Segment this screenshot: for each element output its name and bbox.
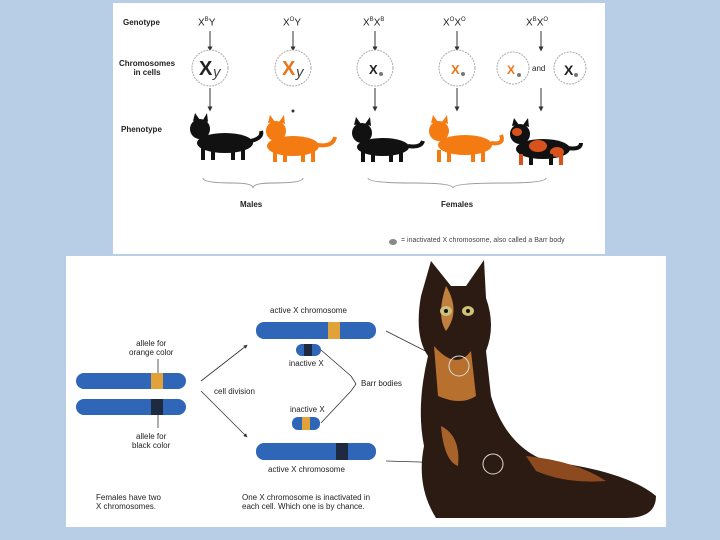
genotype-3: XBXB bbox=[363, 17, 385, 29]
orange-patch-circle bbox=[448, 355, 470, 377]
chrom-x-black-5: X bbox=[564, 62, 574, 78]
inactive-x-top-label: inactive X bbox=[289, 359, 324, 368]
chrom-y-2: y bbox=[295, 64, 305, 81]
allele-black-label: allele for black color bbox=[132, 432, 171, 450]
band-black-left bbox=[151, 399, 163, 415]
tortoiseshell-cat-photo bbox=[418, 260, 656, 518]
brace-females bbox=[367, 177, 547, 189]
dot-marker bbox=[291, 109, 295, 113]
band-orange-inactive bbox=[302, 417, 310, 430]
barr-body-3 bbox=[379, 72, 383, 76]
chromosome-active-bottom bbox=[256, 443, 376, 460]
chrom-y-1: y bbox=[212, 64, 222, 81]
band-orange-left bbox=[151, 373, 163, 389]
females-two-label: Females have two X chromosomes. bbox=[96, 493, 161, 511]
barr-body-5b bbox=[574, 73, 578, 77]
cell-circle-3 bbox=[356, 49, 394, 87]
genotype-row-label: Genotype bbox=[123, 18, 160, 27]
band-black-active bbox=[336, 443, 348, 460]
barr-body-5a bbox=[517, 73, 521, 77]
chrom-x-black-1: X bbox=[199, 58, 213, 80]
cell-division-label: cell division bbox=[214, 387, 255, 396]
barr-body-legend-icon bbox=[389, 239, 397, 245]
cell-circle-5a bbox=[496, 51, 530, 85]
barr-body-panel: allele for orange color allele for black… bbox=[66, 256, 666, 527]
phenotype-row-label: Phenotype bbox=[121, 125, 162, 134]
cell-circle-4 bbox=[438, 49, 476, 87]
brace-males bbox=[202, 177, 304, 189]
cell-circle-1 bbox=[191, 49, 229, 87]
genotype-5: XBXO bbox=[526, 17, 549, 29]
coats-label: Coats of tortoiseshell cats have patches… bbox=[504, 299, 579, 326]
cat-orange-male bbox=[266, 115, 337, 162]
inactive-x-bottom-label: inactive X bbox=[290, 405, 325, 414]
left-chromosome-pair bbox=[76, 373, 186, 415]
genotype-4: XOXO bbox=[443, 17, 466, 29]
active-x-bottom-label: active X chromosome bbox=[268, 465, 345, 474]
females-label: Females bbox=[441, 200, 474, 209]
males-label: Males bbox=[240, 200, 263, 209]
band-orange-active bbox=[328, 322, 340, 339]
legend-text: = inactivated X chromosome, also called … bbox=[401, 237, 565, 244]
genotype-1: XBY bbox=[198, 17, 216, 29]
chrom-x-orange-2: X bbox=[282, 58, 296, 80]
chrom-x-orange-5: X bbox=[507, 63, 515, 77]
chromosome-left-top bbox=[76, 373, 186, 389]
barr-body-graphics bbox=[76, 260, 656, 518]
chromosome-active-top bbox=[256, 322, 376, 339]
barr-bodies-label: Barr bodies bbox=[361, 379, 402, 388]
cat-black-male bbox=[190, 113, 264, 160]
active-x-top-label: active X chromosome bbox=[270, 306, 347, 315]
chrom-x-black-3: X bbox=[369, 62, 378, 77]
chrom-x-orange-4: X bbox=[451, 62, 460, 77]
cat-black-female bbox=[352, 117, 425, 162]
and-label: and bbox=[532, 64, 546, 73]
band-black-inactive bbox=[304, 344, 312, 356]
genotype-2: XOY bbox=[283, 17, 302, 29]
cat-orange-female bbox=[429, 115, 504, 162]
cell-circle-5b bbox=[553, 51, 587, 85]
one-inactivated-label: One X chromosome is inactivated in each … bbox=[242, 493, 371, 511]
allele-orange-label: allele for orange color bbox=[129, 339, 174, 357]
barr-body-4 bbox=[461, 72, 465, 76]
cell-circle-2 bbox=[274, 49, 312, 87]
chromosome-left-bottom bbox=[76, 399, 186, 415]
chromosomes-row-label: Chromosomes in cells bbox=[119, 59, 176, 77]
black-patch-circle bbox=[482, 453, 504, 475]
inheritance-panel: Genotype Chromosomes in cells Phenotype … bbox=[113, 3, 605, 254]
inheritance-diagram-graphics: X y X y X X X X bbox=[190, 31, 587, 245]
cat-tortoiseshell-female bbox=[510, 118, 583, 165]
